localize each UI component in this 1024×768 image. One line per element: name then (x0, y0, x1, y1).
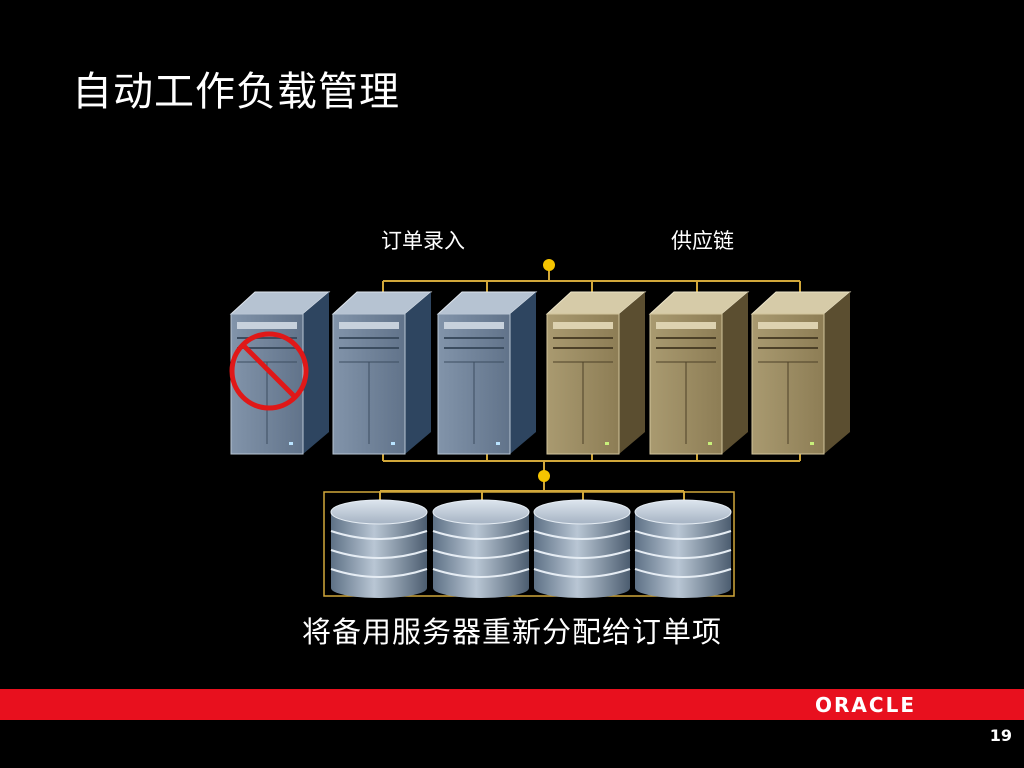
storage-disk-stack (634, 499, 732, 598)
server-tower (229, 291, 331, 455)
top-junction-dot (543, 259, 555, 271)
server-tower (331, 291, 433, 455)
server-top-connector (382, 266, 801, 292)
server-bottom-connector (379, 452, 801, 500)
bottom-junction-dot (538, 470, 550, 482)
oracle-logo: ORACLE (815, 693, 916, 717)
storage-disk-stack (330, 499, 428, 598)
group-label-supply-chain: 供应链 (671, 229, 734, 253)
server-tower (436, 291, 538, 455)
server-tower (750, 291, 852, 455)
storage-disk-stack (533, 499, 631, 598)
slide-caption: 将备用服务器重新分配给订单项 (301, 615, 722, 649)
group-label-order-entry: 订单录入 (381, 229, 465, 253)
workload-diagram (229, 259, 852, 598)
storage-frame (323, 491, 735, 597)
footer-bar (0, 689, 1024, 720)
slide-title: 自动工作负载管理 (72, 69, 400, 115)
server-tower (648, 291, 750, 455)
storage-disk-stack (432, 499, 530, 598)
server-tower (545, 291, 647, 455)
prohibited-icon (229, 331, 309, 411)
page-number: 19 (989, 726, 1012, 745)
